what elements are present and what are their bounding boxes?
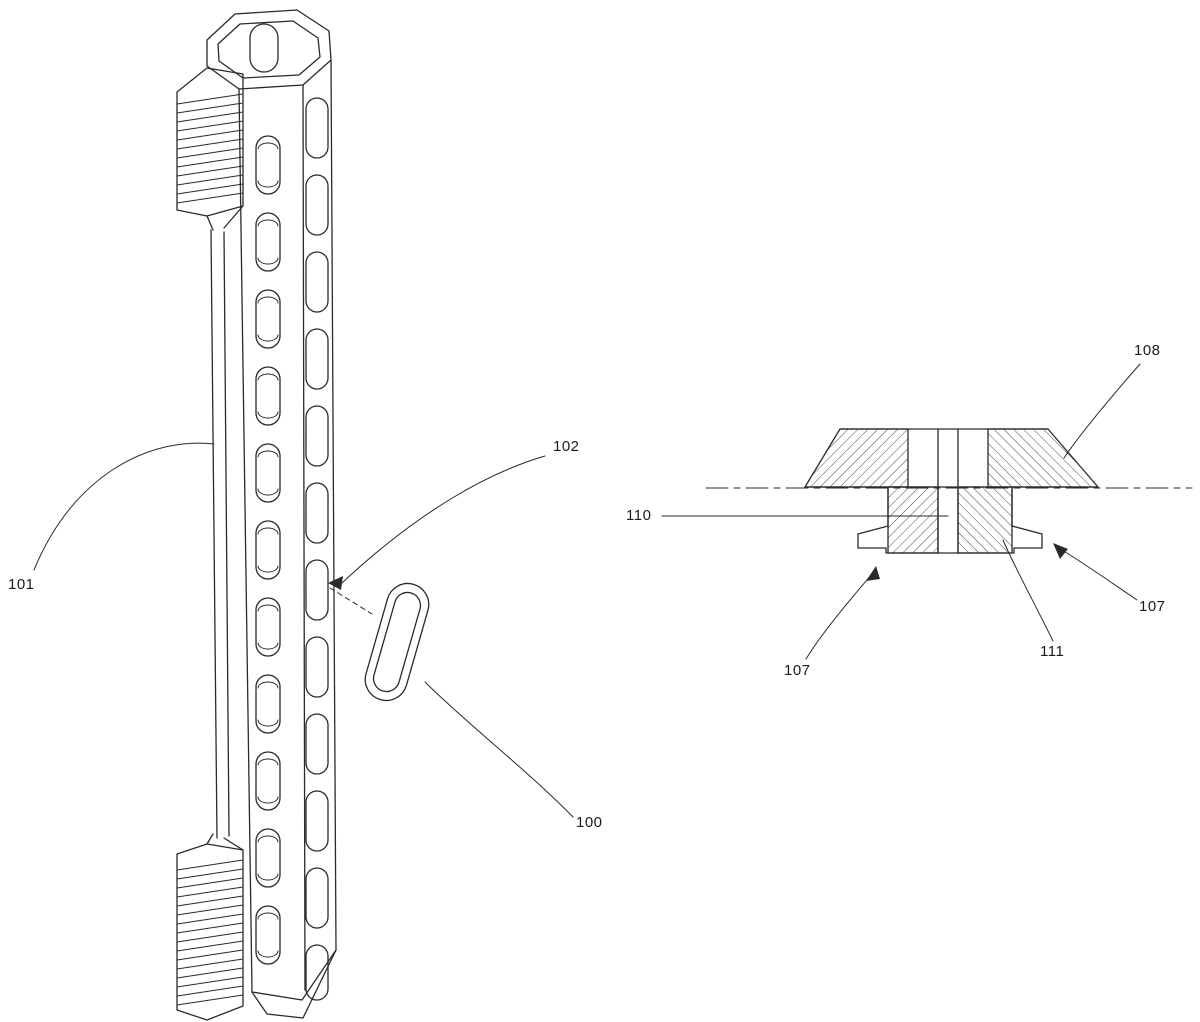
leader-101 bbox=[33, 442, 215, 571]
handguard-top-opening bbox=[206, 9, 332, 90]
ref-label-107-right: 107 bbox=[1139, 598, 1166, 615]
leader-100 bbox=[424, 681, 574, 818]
ref-label-101: 101 bbox=[8, 576, 35, 593]
arrowhead-107-left bbox=[866, 566, 880, 581]
arrowhead-102 bbox=[328, 576, 343, 590]
ref-label-108: 108 bbox=[1134, 342, 1161, 359]
handguard-drawing bbox=[176, 9, 430, 1021]
mlok-slots-front bbox=[255, 135, 281, 965]
head-hatch-right bbox=[987, 428, 1099, 488]
ref-label-102: 102 bbox=[553, 438, 580, 455]
bottom-rail-teeth bbox=[176, 859, 244, 1006]
top-rail bbox=[176, 67, 244, 217]
leader-lines bbox=[33, 363, 1141, 818]
top-rail-teeth bbox=[176, 93, 244, 204]
leader-107-left bbox=[805, 573, 873, 660]
body-hatch-left bbox=[887, 486, 939, 554]
mlok-slots-side bbox=[305, 97, 329, 1001]
head-hatch-left bbox=[804, 428, 909, 488]
cross-section-outline bbox=[804, 428, 1099, 554]
ref-label-111: 111 bbox=[1040, 643, 1065, 660]
bottom-rail bbox=[176, 843, 244, 1021]
ref-label-100: 100 bbox=[576, 814, 603, 831]
dashed-alignment-line bbox=[329, 587, 373, 615]
leader-102 bbox=[341, 455, 546, 584]
oval-insert-part bbox=[364, 582, 430, 702]
leader-108 bbox=[1063, 363, 1141, 459]
handguard-body-edges bbox=[206, 59, 337, 1019]
ref-label-110: 110 bbox=[626, 507, 652, 524]
leader-107-right bbox=[1061, 549, 1138, 601]
ref-label-107-left: 107 bbox=[784, 662, 811, 679]
arrowhead-107-right bbox=[1053, 543, 1068, 559]
cross-section-detail bbox=[705, 428, 1193, 554]
leader-111 bbox=[1002, 539, 1054, 642]
